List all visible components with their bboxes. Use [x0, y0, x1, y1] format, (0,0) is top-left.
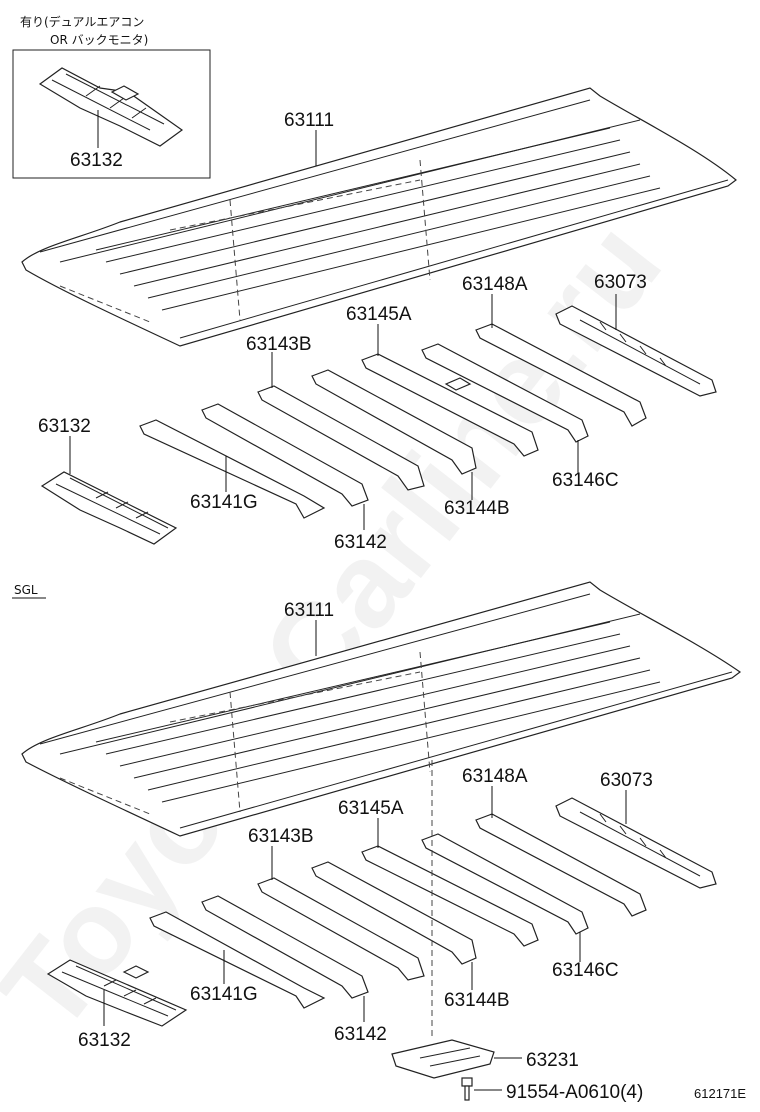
label-63132-bottom: 63132: [78, 1030, 131, 1051]
option-note-line1: 有り(デュアルエアコン: [20, 14, 144, 29]
label-63141G-top: 63141G: [190, 492, 258, 513]
part-63144B-top-drawing: [311, 369, 477, 475]
part-63143B-bottom-drawing: [257, 877, 425, 981]
part-63148A-bottom-drawing: [475, 813, 647, 917]
part-63148A-top-drawing: [475, 323, 647, 427]
part-63141G-top-drawing: [139, 419, 326, 519]
label-63144B-bottom: 63144B: [444, 990, 510, 1011]
label-63111-bottom: 63111: [284, 600, 334, 621]
part-63132-inset-drawing: [38, 67, 184, 147]
label-63146C-top: 63146C: [552, 470, 619, 491]
label-63111-top: 63111: [284, 110, 334, 131]
part-63073-bottom-drawing: [555, 797, 717, 889]
label-63148A-bottom: 63148A: [462, 766, 528, 787]
label-63143B-top: 63143B: [246, 334, 312, 355]
option-note-line2: OR バックモニタ): [50, 33, 148, 47]
part-63145A-top-drawing: [361, 353, 539, 457]
part-63146C-bottom-drawing: [421, 833, 589, 935]
part-63132-top-drawing: [40, 471, 178, 545]
label-63231: 63231: [526, 1050, 579, 1071]
part-63145A-bottom-drawing: [361, 845, 539, 947]
label-63145A-bottom: 63145A: [338, 798, 404, 819]
part-63142-bottom-drawing: [201, 895, 369, 999]
part-63146C-top-drawing: [421, 343, 589, 443]
bolt-icon: [461, 1077, 473, 1101]
part-63142-top-drawing: [201, 403, 369, 507]
label-63142-bottom: 63142: [334, 1024, 387, 1045]
label-63145A-top: 63145A: [346, 304, 412, 325]
label-63148A-top: 63148A: [462, 274, 528, 295]
part-63141G-bottom-drawing: [149, 911, 326, 1009]
part-63144B-bottom-drawing: [311, 861, 477, 965]
part-63231-bracket-drawing: [391, 1039, 495, 1079]
label-63132-inset: 63132: [70, 150, 123, 171]
label-63141G-bottom: 63141G: [190, 984, 258, 1005]
label-91554-A0610: 91554-A0610(4): [506, 1082, 643, 1103]
option-inset-box: [12, 49, 211, 179]
label-63143B-bottom: 63143B: [248, 826, 314, 847]
label-63073-bottom: 63073: [600, 770, 653, 791]
part-63111-roof-panel-top: [21, 87, 737, 347]
label-63144B-top: 63144B: [444, 498, 510, 519]
label-63146C-bottom: 63146C: [552, 960, 619, 981]
sgl-note: SGL: [14, 583, 38, 597]
part-63132-bottom-drawing: [46, 959, 188, 1027]
figure-code: 612171E: [694, 1086, 746, 1101]
part-63143B-top-drawing: [257, 385, 425, 491]
label-63073-top: 63073: [594, 272, 647, 293]
label-63132-top: 63132: [38, 416, 91, 437]
label-63142-top: 63142: [334, 532, 387, 553]
part-63111-roof-panel-bottom: [21, 581, 742, 837]
part-63073-top-drawing: [555, 305, 717, 397]
